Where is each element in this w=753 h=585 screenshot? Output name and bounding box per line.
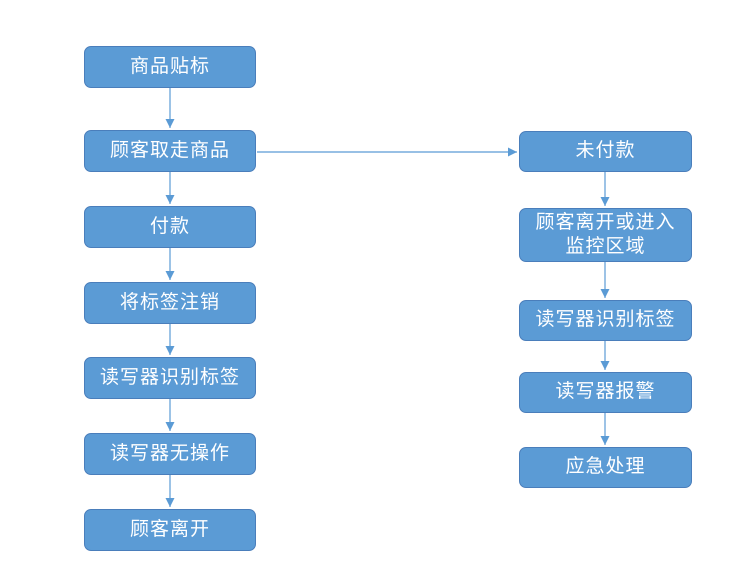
node-label: 读写器识别标签	[99, 366, 240, 388]
node-customer-takes-product: 顾客取走商品	[84, 130, 256, 172]
node-label: 将标签注销	[119, 291, 220, 313]
node-label: 商品贴标	[129, 55, 210, 77]
node-emergency-handling: 应急处理	[519, 447, 692, 488]
node-label: 顾客取走商品	[109, 139, 230, 161]
node-label: 付款	[149, 215, 190, 237]
node-reader-identifies-tag-right: 读写器识别标签	[519, 300, 692, 341]
node-label: 未付款	[575, 140, 636, 162]
node-tag-deactivation: 将标签注销	[84, 282, 256, 324]
node-reader-identifies-tag-left: 读写器识别标签	[84, 357, 256, 399]
node-unpaid: 未付款	[519, 131, 692, 172]
node-label: 读写器报警	[555, 381, 656, 403]
node-reader-no-operation: 读写器无操作	[84, 433, 256, 475]
node-label: 读写器无操作	[109, 442, 230, 464]
node-product-labeling: 商品贴标	[84, 46, 256, 88]
node-label: 应急处理	[565, 456, 646, 478]
node-label: 顾客离开	[129, 518, 210, 540]
node-label: 读写器识别标签	[535, 309, 676, 331]
node-payment: 付款	[84, 206, 256, 248]
node-customer-leaves: 顾客离开	[84, 509, 256, 551]
node-label: 顾客离开或进入 监控区域	[535, 211, 676, 257]
node-customer-leaves-or-enters-monitored-area: 顾客离开或进入 监控区域	[519, 208, 692, 262]
node-reader-alarm: 读写器报警	[519, 372, 692, 413]
